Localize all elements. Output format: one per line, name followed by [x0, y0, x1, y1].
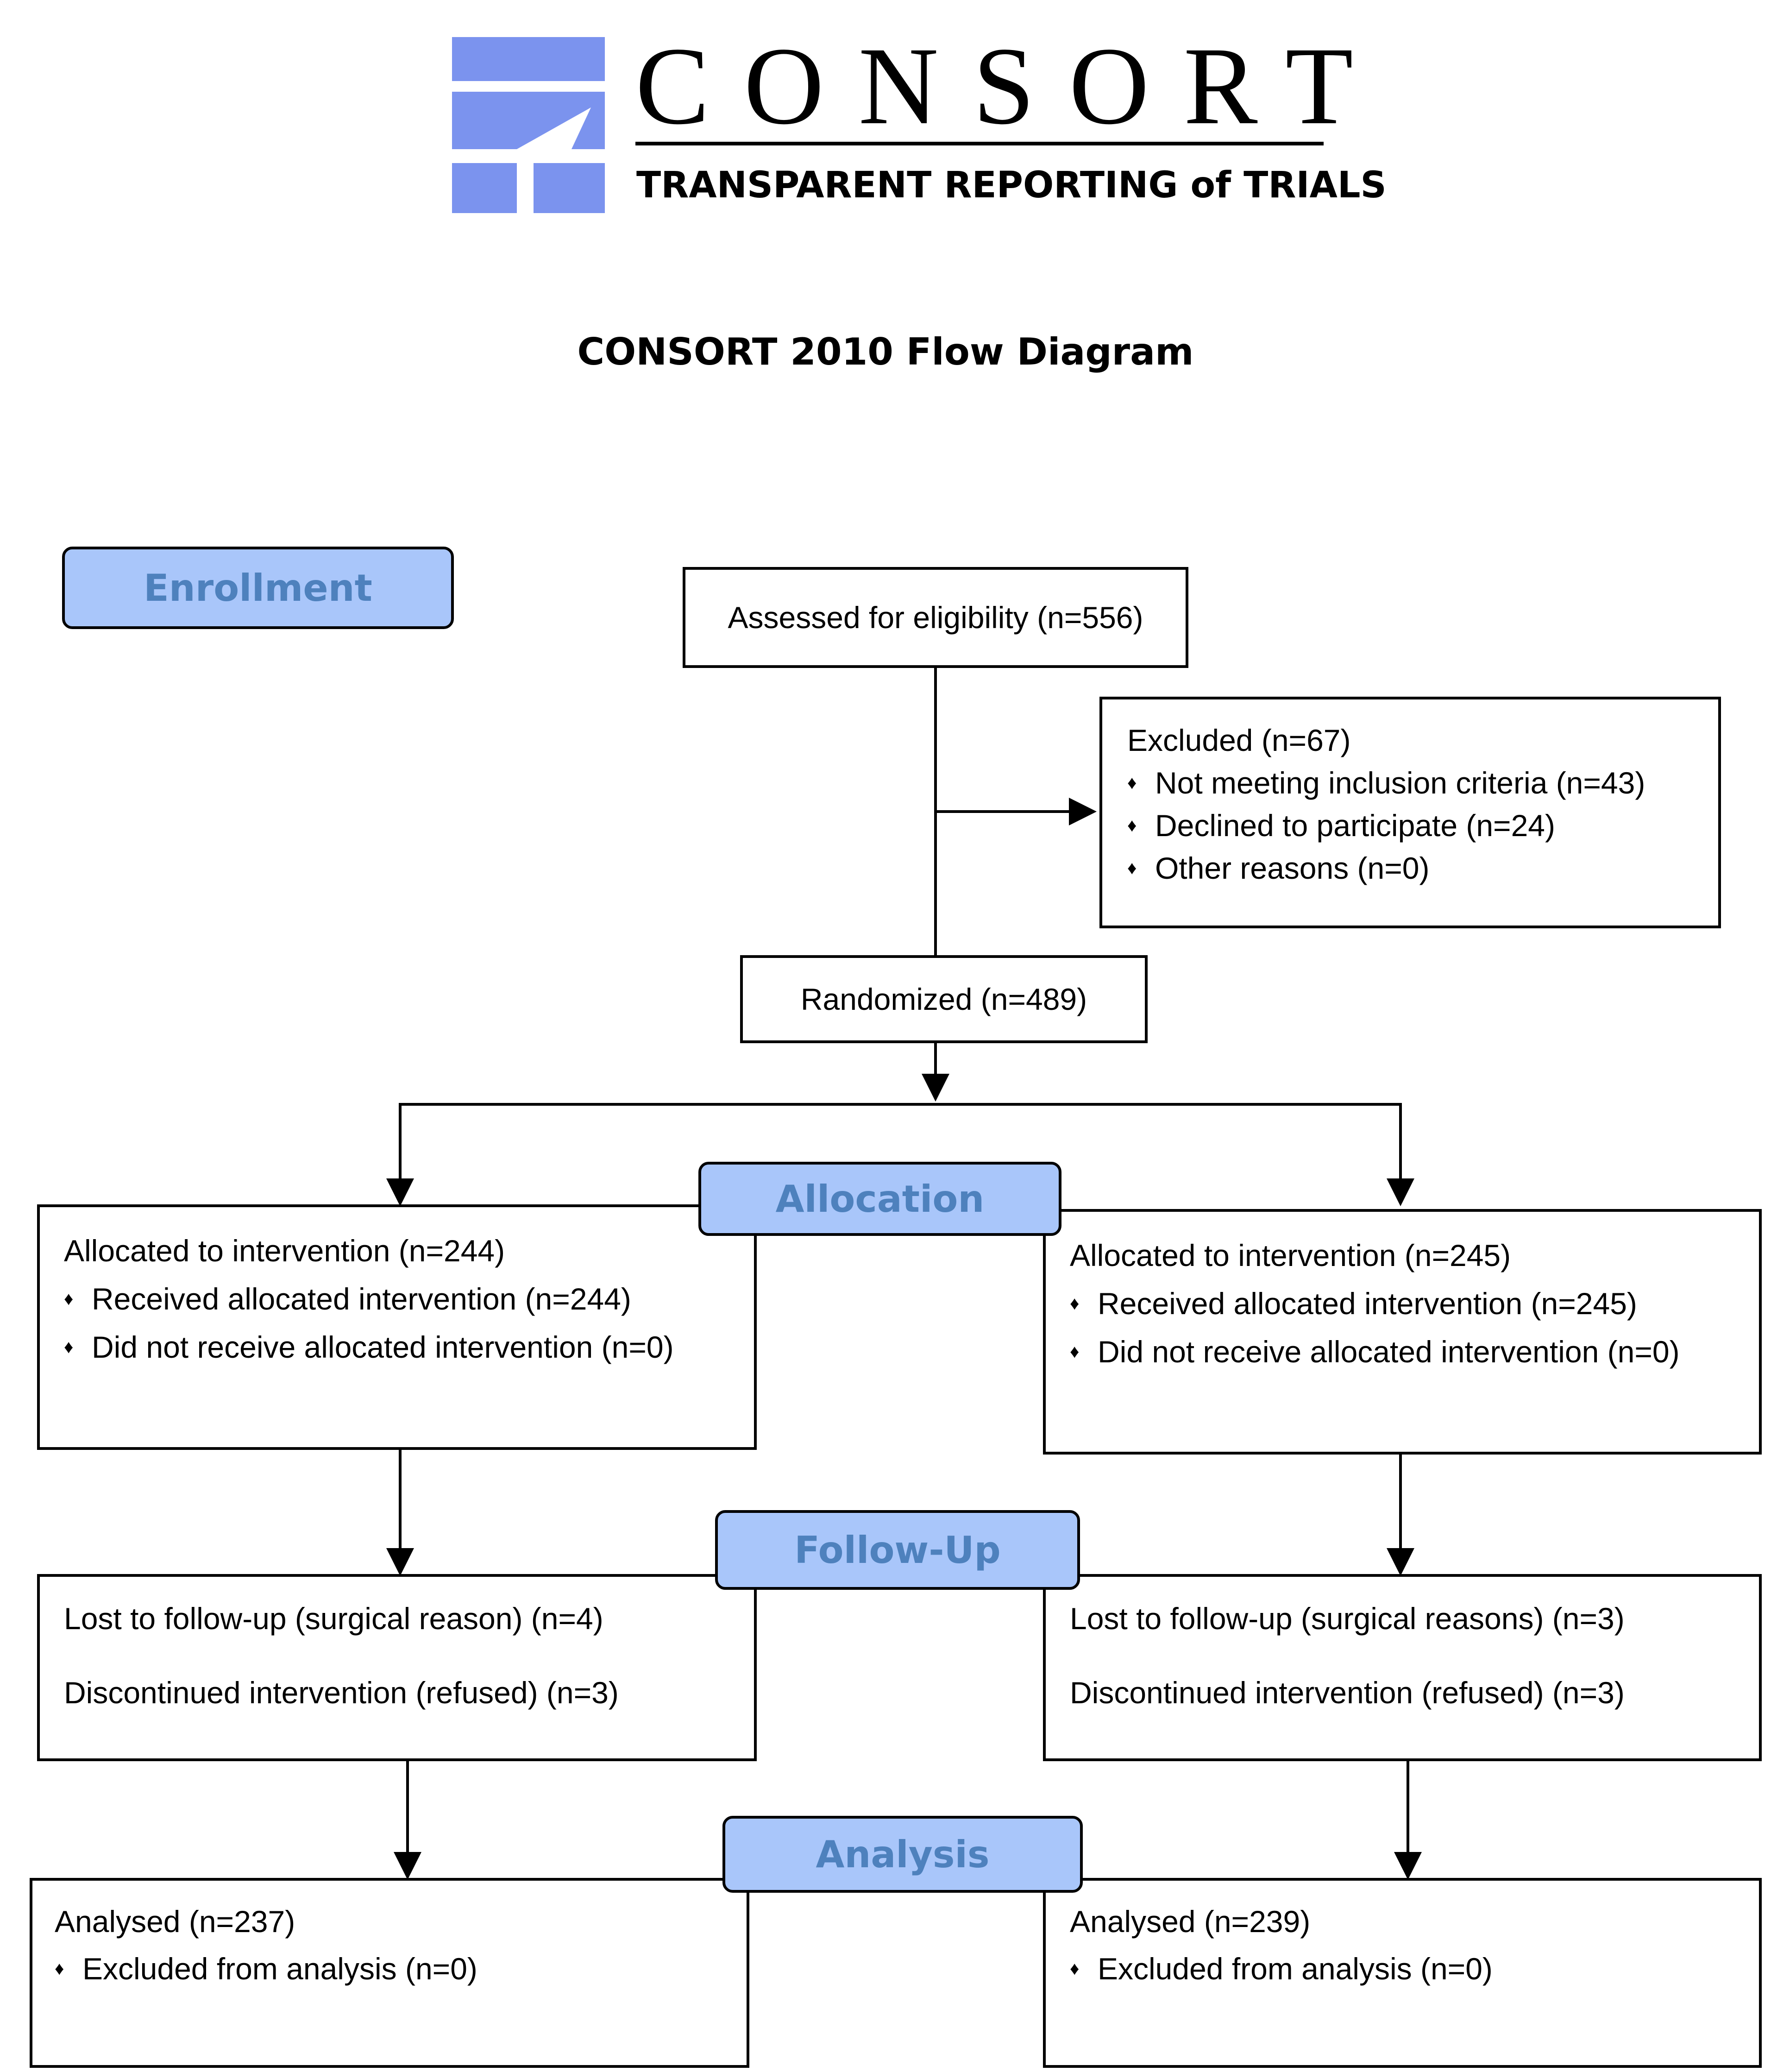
bullet-diamond-icon: ♦ — [1127, 772, 1137, 793]
logo-block-middle — [452, 92, 605, 149]
logo-block-bottom-right — [534, 163, 605, 213]
analysis-right-item-text: Excluded from analysis (n=0) — [1098, 1952, 1493, 1986]
randomized-text: Randomized (n=489) — [800, 982, 1087, 1016]
box-analysis-right: Analysed (n=239) ♦ Excluded from analysis… — [1043, 1878, 1762, 2068]
logo-tagline: TRANSPARENT REPORTING of TRIALS — [636, 164, 1387, 206]
stage-enrollment-text: Enrollment — [144, 566, 372, 610]
bullet-diamond-icon: ♦ — [64, 1288, 74, 1309]
box-assessed: Assessed for eligibility (n=556) — [683, 567, 1188, 668]
box-excluded: Excluded (n=67) ♦ Not meeting inclusion c… — [1099, 697, 1721, 928]
bullet-diamond-icon: ♦ — [1070, 1341, 1080, 1362]
stage-allocation-text: Allocation — [775, 1177, 985, 1221]
box-follow-left: Lost to follow-up (surgical reason) (n=4… — [37, 1574, 757, 1761]
alloc-left-heading: Allocated to intervention (n=244) — [64, 1234, 505, 1268]
bullet-diamond-icon: ♦ — [1070, 1958, 1080, 1979]
diagram-title: CONSORT 2010 Flow Diagram — [577, 330, 1194, 373]
box-alloc-left: Allocated to intervention (n=244) ♦ Recei… — [37, 1204, 757, 1450]
stage-analysis-label: Analysis — [722, 1816, 1083, 1893]
analysis-left-item: ♦ Excluded from analysis (n=0) — [55, 1951, 477, 1989]
analysis-left-item-text: Excluded from analysis (n=0) — [82, 1952, 477, 1986]
alloc-left-item-text: Did not receive allocated intervention (… — [92, 1330, 674, 1364]
analysis-left-heading: Analysed (n=237) — [55, 1904, 295, 1939]
alloc-left-item-text: Received allocated intervention (n=244) — [92, 1282, 631, 1316]
alloc-left-item: ♦ Received allocated intervention (n=244) — [64, 1281, 631, 1319]
bullet-diamond-icon: ♦ — [64, 1336, 74, 1357]
alloc-right-item: ♦ Received allocated intervention (n=245) — [1070, 1286, 1637, 1324]
follow-left-line: Discontinued intervention (refused) (n=3… — [64, 1675, 619, 1710]
bullet-diamond-icon: ♦ — [1127, 815, 1137, 836]
follow-right-line: Lost to follow-up (surgical reasons) (n=… — [1070, 1601, 1625, 1636]
alloc-right-item: ♦ Did not receive allocated intervention … — [1070, 1334, 1680, 1372]
excluded-item-text: Not meeting inclusion criteria (n=43) — [1155, 766, 1645, 800]
excluded-item-text: Declined to participate (n=24) — [1155, 808, 1555, 843]
box-alloc-right: Allocated to intervention (n=245) ♦ Recei… — [1043, 1209, 1762, 1455]
consort-logo — [452, 37, 1324, 213]
alloc-right-heading: Allocated to intervention (n=245) — [1070, 1238, 1511, 1272]
box-analysis-left: Analysed (n=237) ♦ Excluded from analysis… — [30, 1878, 749, 2068]
assessed-text: Assessed for eligibility (n=556) — [728, 600, 1143, 635]
follow-right-line: Discontinued intervention (refused) (n=3… — [1070, 1675, 1625, 1710]
analysis-right-heading: Analysed (n=239) — [1070, 1904, 1311, 1939]
bullet-diamond-icon: ♦ — [55, 1958, 64, 1979]
box-randomized: Randomized (n=489) — [740, 955, 1148, 1043]
stage-analysis-text: Analysis — [816, 1833, 990, 1876]
stage-allocation-label: Allocation — [698, 1162, 1061, 1236]
alloc-right-item-text: Received allocated intervention (n=245) — [1098, 1286, 1637, 1321]
logo-wordmark: CONSORT — [635, 24, 1388, 147]
excluded-item: ♦ Not meeting inclusion criteria (n=43) — [1127, 765, 1645, 803]
bullet-diamond-icon: ♦ — [1127, 857, 1137, 878]
alloc-left-item: ♦ Did not receive allocated intervention … — [64, 1329, 674, 1367]
logo-checkmark-block — [452, 163, 517, 213]
alloc-right-item-text: Did not receive allocated intervention (… — [1098, 1335, 1680, 1369]
stage-followup-label: Follow-Up — [715, 1510, 1080, 1590]
excluded-item: ♦ Declined to participate (n=24) — [1127, 808, 1555, 846]
box-follow-right: Lost to follow-up (surgical reasons) (n=… — [1043, 1574, 1762, 1761]
split-branch-line — [399, 1103, 1402, 1203]
excluded-item-text: Other reasons (n=0) — [1155, 851, 1430, 885]
analysis-right-item: ♦ Excluded from analysis (n=0) — [1070, 1951, 1493, 1989]
excluded-heading: Excluded (n=67) — [1127, 723, 1351, 757]
follow-left-line: Lost to follow-up (surgical reason) (n=4… — [64, 1601, 603, 1636]
bullet-diamond-icon: ♦ — [1070, 1293, 1080, 1314]
logo-block-top-right — [534, 37, 605, 81]
excluded-item: ♦ Other reasons (n=0) — [1127, 850, 1429, 888]
stage-enrollment-label: Enrollment — [62, 547, 454, 629]
stage-followup-text: Follow-Up — [794, 1528, 1001, 1572]
